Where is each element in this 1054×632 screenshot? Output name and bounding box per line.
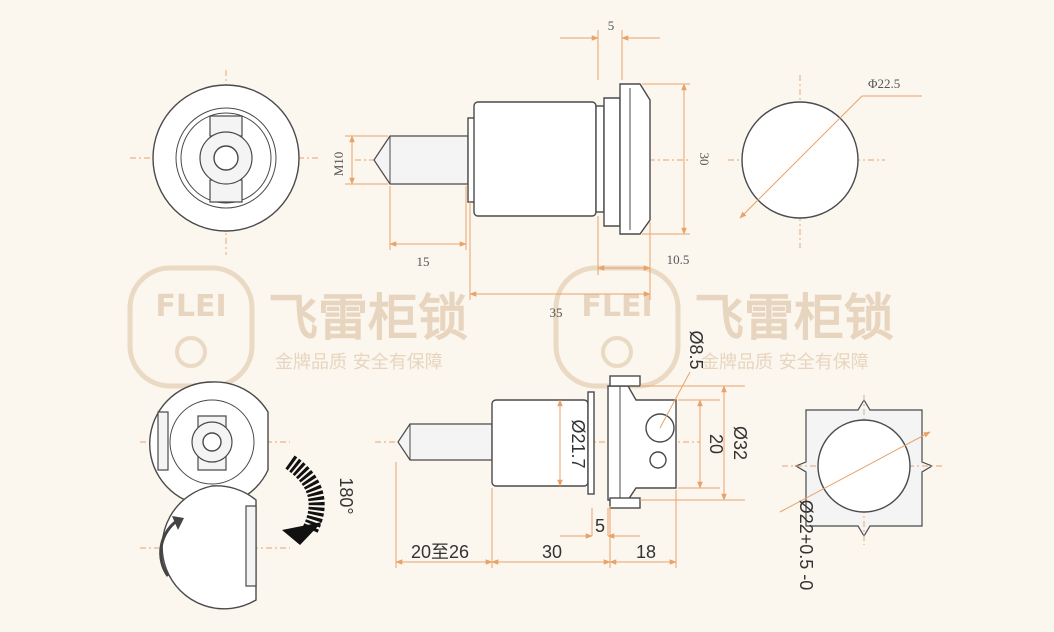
dim-body-dia: Ø21.7	[568, 419, 588, 468]
dim-body-length: 30	[542, 542, 562, 562]
dim-cam-width: 20	[706, 434, 726, 454]
dim-flange-thickness: 5	[608, 18, 615, 33]
dim-overall-length: 35	[550, 305, 563, 320]
dim-flange-thickness-2: 5	[595, 516, 605, 536]
lock-rotation-view: 180°	[140, 381, 356, 610]
dim-thread: M10	[331, 152, 346, 177]
dim-cam-length: 18	[636, 542, 656, 562]
lock-front-view	[130, 70, 320, 255]
watermark-brand: 飞雷柜锁	[268, 289, 468, 347]
dim-cutout-dia: Φ22.5	[868, 76, 900, 91]
dim-rotation: 180°	[336, 477, 356, 514]
dim-flange-dia: Ø32	[730, 426, 750, 460]
lock-assembly-view: Ø21.7 Ø8.5 20 Ø32 20至26 30 18 5	[375, 330, 750, 568]
watermark-slogan: 金牌品质 安全有保障	[275, 352, 443, 373]
dim-stud-length: 15	[417, 254, 430, 269]
dim-cutout-dia-2: Ø22+0.5 -0	[796, 500, 816, 591]
watermark-slogan-2: 金牌品质 安全有保障	[701, 352, 869, 373]
lock-side-view: 5 M10 30 15 10.5 35	[331, 18, 712, 320]
dim-stud-range: 20至26	[411, 542, 469, 562]
dim-flange-height: 30	[697, 153, 712, 166]
watermark-brand-2: 飞雷柜锁	[694, 289, 894, 347]
watermark-logo-text: FLEI	[155, 289, 226, 324]
dim-back-offset: 10.5	[667, 252, 690, 267]
panel-cutout-view: Ø22+0.5 -0	[779, 395, 945, 591]
watermark-left: FLEI 飞雷柜锁 金牌品质 安全有保障	[127, 265, 468, 389]
watermark-right: FLEI 飞雷柜锁 金牌品质 安全有保障	[553, 265, 894, 389]
dim-hole-dia: Ø8.5	[686, 330, 706, 369]
cutout-circle-view: Φ22.5	[728, 75, 922, 248]
